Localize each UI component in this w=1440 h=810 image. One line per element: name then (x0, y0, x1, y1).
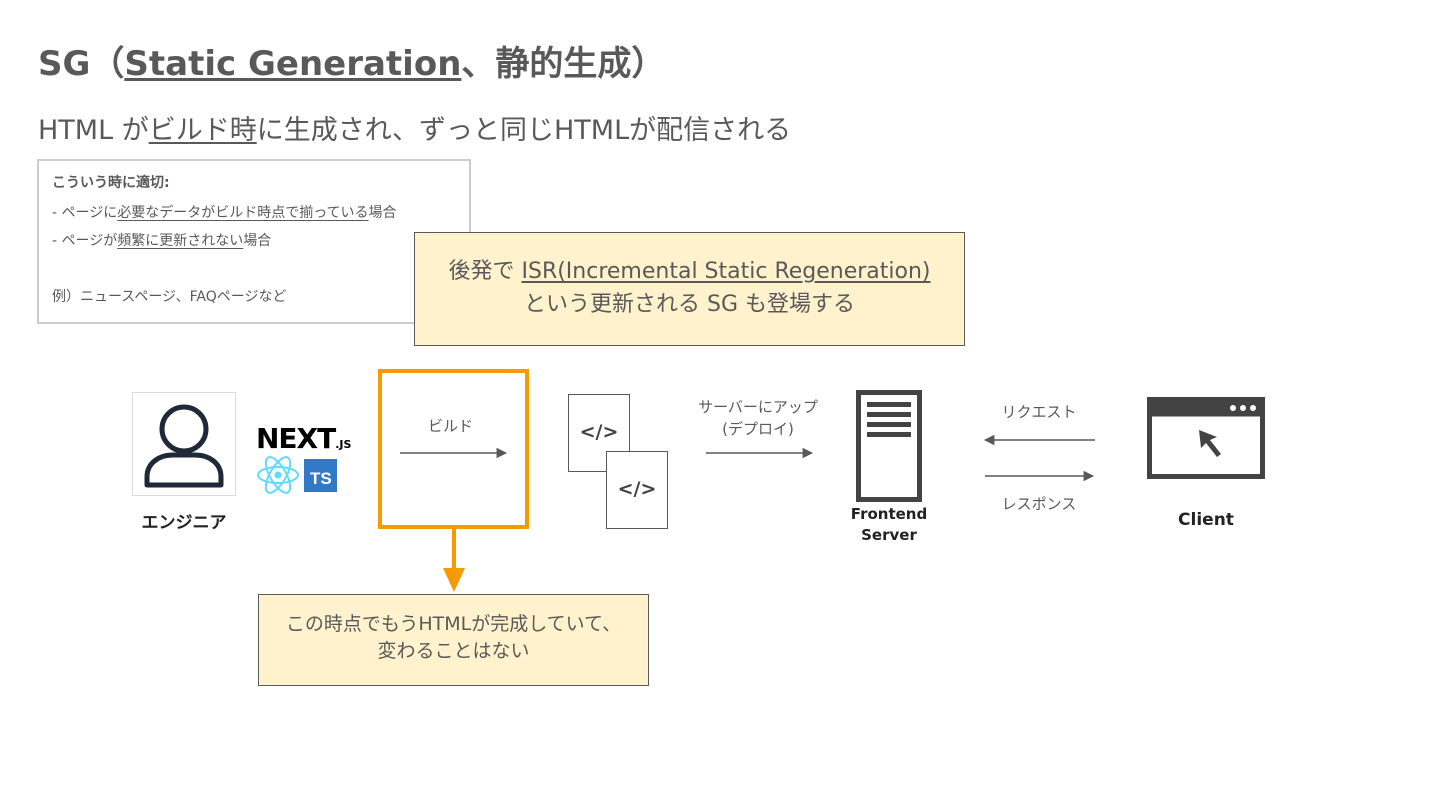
code-file-icon: </> (606, 451, 668, 529)
page-subtitle: HTML がビルド時に生成され、ずっと同じHTMLが配信される (38, 108, 791, 147)
page-title: SG（Static Generation、静的生成） (38, 36, 665, 85)
nextjs-logo-suffix: .JS (335, 438, 352, 451)
response-label: レスポンス (1001, 495, 1077, 513)
build-note-line-2: 変わることはない (377, 640, 530, 662)
use-case-line-1: - ページに必要なデータがビルド時点で揃っている場合 (52, 199, 469, 227)
isr-note: 後発で ISR(Incremental Static Regeneration)… (414, 232, 965, 346)
server-label-line-1: Frontend (850, 505, 928, 523)
isr-note-line-1: 後発で ISR(Incremental Static Regeneration) (415, 255, 964, 288)
deploy-label-line-1: サーバーにアップ (698, 398, 818, 416)
use-case-example: 例）ニュースページ、FAQページなど (52, 289, 287, 305)
use-case-line-2-prefix: - ページが (52, 233, 118, 249)
deploy-label-line-2: (デプロイ) (722, 420, 794, 438)
typescript-logo-icon: TS (304, 459, 337, 492)
build-step-box (378, 369, 529, 529)
request-label: リクエスト (1001, 403, 1077, 421)
use-case-line-1-underline: 必要なデータがビルド時点で揃っている (117, 205, 369, 221)
build-note: この時点でもうHTMLが完成していて、 変わることはない (258, 594, 649, 686)
use-case-box: こういう時に適切: - ページに必要なデータがビルド時点で揃っている場合 - ペ… (37, 159, 471, 324)
isr-note-prefix: 後発で (448, 259, 522, 284)
browser-window-icon (1147, 397, 1265, 483)
isr-note-line-2: という更新される SG も登場する (523, 292, 855, 317)
subtitle-prefix: HTML が (38, 115, 149, 146)
use-case-line-2-underline: 頻繁に更新されない (117, 233, 244, 249)
title-prefix: SG（ (38, 44, 125, 84)
user-icon (144, 404, 224, 488)
server-label-line-2: Server (861, 526, 917, 544)
build-label: ビルド (427, 417, 473, 435)
title-suffix: 、静的生成） (461, 44, 666, 84)
engineer-label: エンジニア (141, 513, 227, 533)
server-icon (856, 390, 922, 506)
nextjs-logo-text: NEXT (256, 422, 336, 455)
subtitle-suffix: に生成され、ずっと同じHTMLが配信される (256, 115, 792, 146)
use-case-line-2-suffix: 場合 (243, 233, 272, 249)
react-logo-icon (256, 455, 300, 499)
isr-link[interactable]: ISR(Incremental Static Regeneration) (521, 259, 931, 284)
use-case-line-1-prefix: - ページに (52, 205, 118, 221)
client-label: Client (1178, 510, 1234, 530)
use-case-line-1-suffix: 場合 (368, 205, 397, 221)
cursor-icon (1199, 430, 1221, 457)
use-case-heading: こういう時に適切: (52, 175, 170, 191)
build-note-arrowhead (443, 568, 465, 592)
nextjs-logo: NEXT.JS (256, 422, 351, 455)
title-link[interactable]: Static Generation (124, 44, 462, 84)
subtitle-link[interactable]: ビルド時 (148, 115, 257, 146)
use-case-line-2: - ページが頻繁に更新されない場合 (52, 227, 469, 255)
build-note-line-1: この時点でもうHTMLが完成していて、 (285, 613, 622, 635)
server-label: Frontend Server (832, 504, 946, 546)
engineer-avatar (132, 392, 236, 496)
deploy-label: サーバーにアップ (デプロイ) (680, 396, 836, 440)
